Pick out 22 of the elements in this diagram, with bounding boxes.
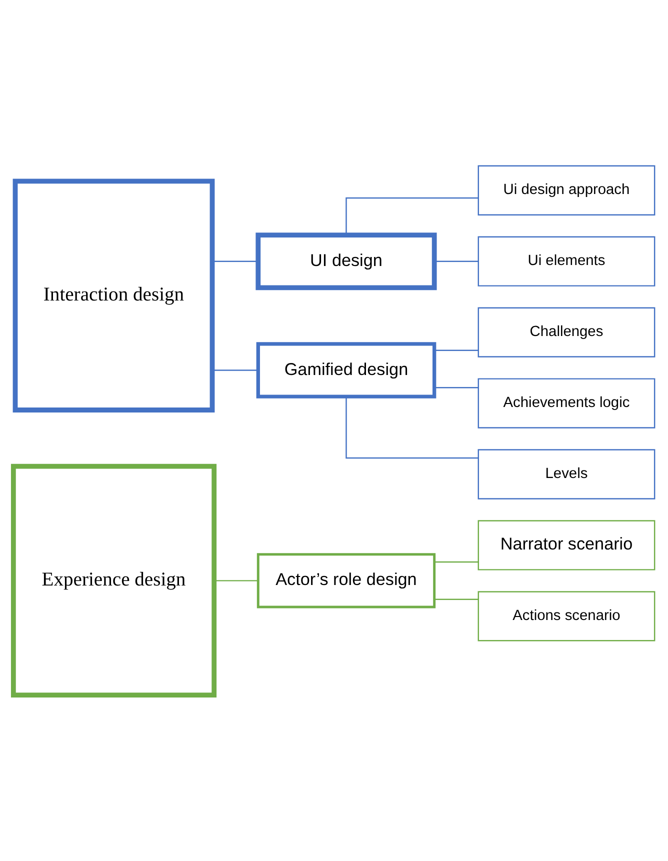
node-box: Actor’s role design [256,553,436,608]
node-box: Interaction design [12,178,215,412]
connector [346,396,478,459]
node-box: Narrator scenario [478,520,656,570]
connector [212,260,258,262]
connector [214,580,258,582]
connector [434,260,478,262]
connector [212,370,258,371]
connector [434,387,478,388]
node-box: Ui design approach [478,165,656,216]
node-box: Experience design [10,464,217,698]
connector [346,197,478,235]
node-box: Levels [478,449,656,500]
node-box: Challenges [478,307,656,358]
connector [434,598,478,600]
node-box: Gamified design [256,342,436,398]
connector [434,350,478,351]
connector [434,561,478,563]
node-box: Achievements logic [478,378,656,428]
node-box: UI design [256,232,437,290]
node-box: Ui elements [478,236,656,286]
node-box: Actions scenario [478,591,656,642]
